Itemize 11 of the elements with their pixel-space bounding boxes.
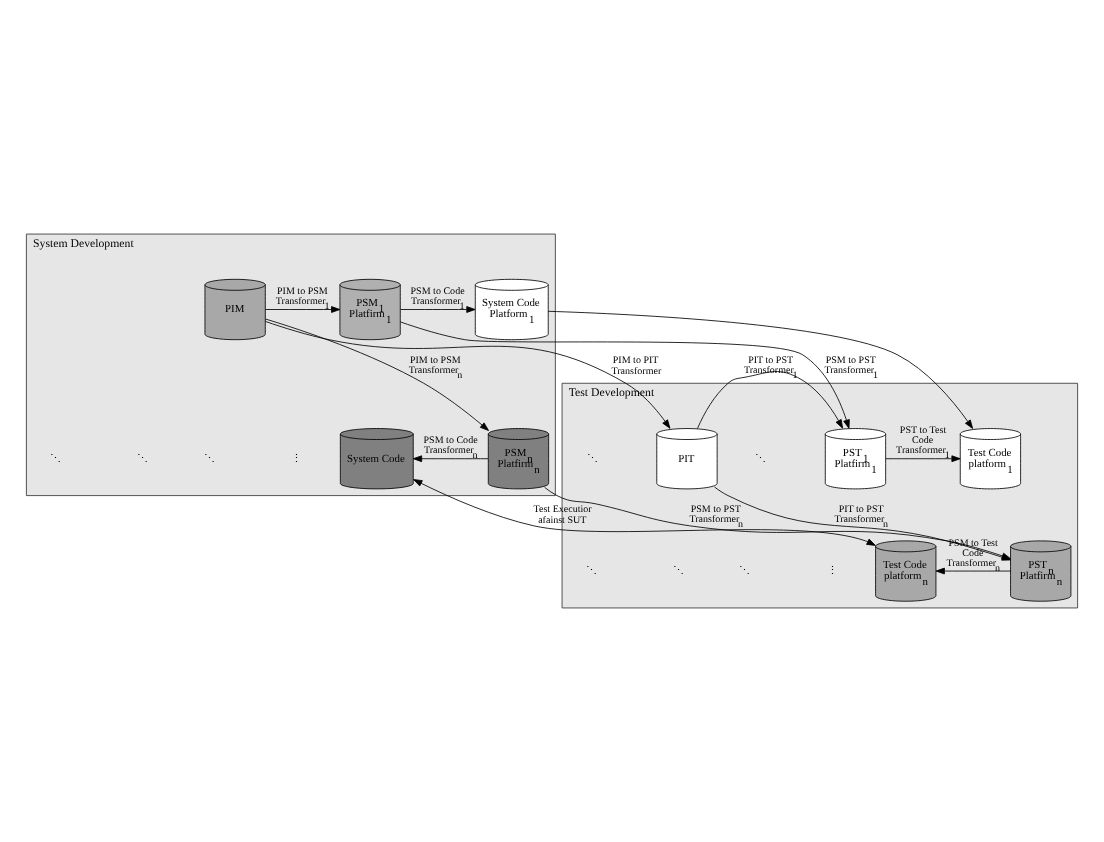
arrow xyxy=(264,321,671,429)
arrow xyxy=(400,306,476,313)
arrow xyxy=(265,318,489,431)
arrow xyxy=(547,310,974,429)
arrow xyxy=(265,306,341,313)
arrow xyxy=(413,479,876,546)
arrow xyxy=(935,567,1011,575)
arrow xyxy=(885,455,961,463)
arrow xyxy=(697,371,844,429)
arrow xyxy=(399,321,850,429)
arrow xyxy=(412,455,489,463)
